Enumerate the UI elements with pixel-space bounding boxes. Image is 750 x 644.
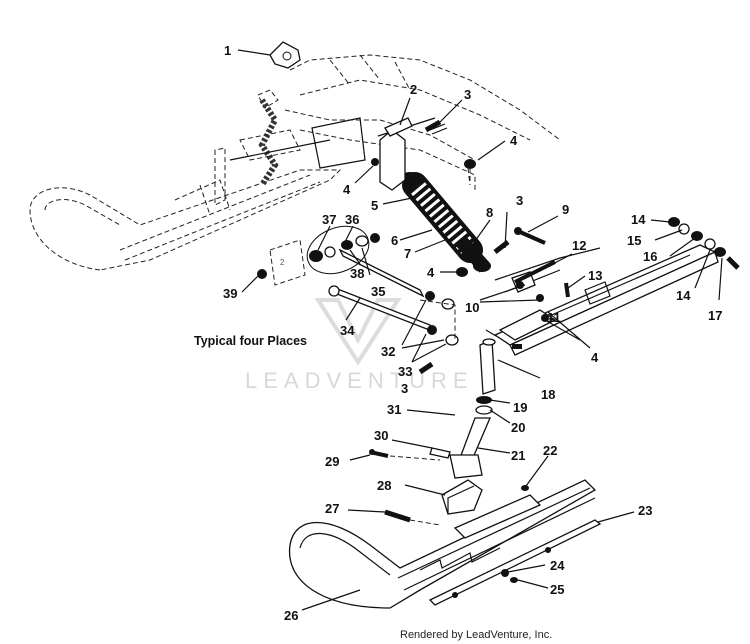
callout-11: 11 [547, 310, 561, 325]
callout-3: 3 [401, 381, 408, 396]
callout-31: 31 [387, 402, 401, 417]
callout-32: 32 [381, 344, 395, 359]
callout-15: 15 [627, 233, 641, 248]
callout-29: 29 [325, 454, 339, 469]
callout-3: 3 [464, 87, 471, 102]
callout-8: 8 [486, 205, 493, 220]
hardware-32-33 [418, 291, 459, 375]
callout-2: 2 [410, 82, 417, 97]
bolt-27 [384, 509, 441, 526]
leader-lines [237, 49, 723, 611]
left-ski-outline [29, 147, 342, 271]
callout-19: 19 [513, 400, 527, 415]
callout-26: 26 [284, 608, 298, 623]
callout-30: 30 [374, 428, 388, 443]
bolt-29 [369, 449, 441, 461]
nut-25 [510, 577, 518, 583]
bolt-30 [429, 447, 451, 459]
callout-27: 27 [325, 501, 339, 516]
callout-9: 9 [562, 202, 569, 217]
watermark-text: LEADVENTURE [245, 368, 474, 393]
mount-bracket-left: 2 [269, 239, 306, 286]
callout-38: 38 [350, 266, 364, 281]
callout-14: 14 [676, 288, 691, 303]
callout-7: 7 [404, 246, 411, 261]
callout-36: 36 [345, 212, 359, 227]
callout-4: 4 [427, 265, 435, 280]
callout-4: 4 [343, 182, 351, 197]
spindle-post [449, 329, 497, 479]
right-end-hardware [668, 217, 740, 270]
nut-4-mid [456, 267, 468, 277]
callout-34: 34 [340, 323, 355, 338]
callout-33: 33 [398, 364, 412, 379]
front-ski [288, 479, 597, 609]
upper-mount-bracket [269, 41, 301, 69]
svg-text:2: 2 [280, 258, 285, 267]
callout-13: 13 [588, 268, 602, 283]
callout-17: 17 [708, 308, 722, 323]
bolt-13 [564, 282, 570, 298]
callout-14: 14 [631, 212, 646, 227]
callout-25: 25 [550, 582, 564, 597]
ski-wear-bar [428, 519, 602, 606]
callout-20: 20 [511, 420, 525, 435]
bolt-3-mid [493, 240, 510, 254]
bolt-3-upper [424, 119, 442, 133]
callout-22: 22 [543, 443, 557, 458]
callout-12: 12 [572, 238, 586, 253]
callout-1: 1 [224, 43, 231, 58]
main-shock-absorber [400, 172, 491, 273]
bolt-9 [514, 227, 546, 245]
callout-28: 28 [377, 478, 391, 493]
watermark-logo [314, 298, 402, 366]
callout-3: 3 [516, 193, 523, 208]
callout-4: 4 [510, 133, 518, 148]
callout-37: 37 [322, 212, 336, 227]
callout-6: 6 [391, 233, 398, 248]
callout-16: 16 [643, 249, 657, 264]
pin-12 [514, 260, 556, 284]
shock-mount-plates [311, 117, 448, 191]
callout-18: 18 [541, 387, 555, 402]
nut-4-right [464, 159, 476, 186]
callout-39: 39 [223, 286, 237, 301]
callout-24: 24 [550, 558, 565, 573]
callout-21: 21 [511, 448, 525, 463]
callout-labels: 1 2 3 4 4 4 5 6 7 8 3 9 14 15 16 14 17 1… [223, 43, 722, 623]
bolt-39 [257, 269, 267, 279]
typical-places-note: Typical four Places [194, 334, 307, 348]
callout-23: 23 [638, 503, 652, 518]
callout-4: 4 [591, 350, 599, 365]
ski-saddle [441, 479, 483, 515]
callout-5: 5 [371, 198, 378, 213]
callout-10: 10 [465, 300, 479, 315]
left-shock-assembly [229, 89, 331, 187]
render-credit: Rendered by LeadVenture, Inc. [400, 629, 552, 641]
callout-35: 35 [371, 284, 385, 299]
ball-joint-hardware [306, 225, 380, 275]
